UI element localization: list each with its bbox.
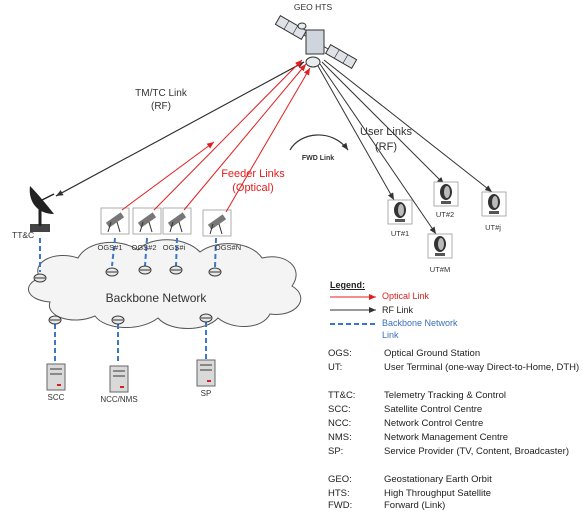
feeder-links-label: Feeder Links: [221, 168, 285, 180]
router-icon: [105, 267, 119, 277]
router-icon: [48, 315, 62, 325]
tmtc-link-label: TM/TC Link: [135, 88, 188, 99]
user-links-label: (RF): [375, 141, 397, 153]
abbreviation-value: Network Control Centre: [384, 418, 484, 429]
ut-label: UT#2: [436, 210, 454, 219]
legend-rf-label: RF Link: [382, 305, 414, 315]
server-icons: [46, 359, 216, 393]
abbreviation-key: GEO:: [328, 474, 352, 485]
router-icon: [199, 313, 213, 323]
router-icon: [33, 273, 47, 283]
router-icon: [169, 265, 183, 275]
dish-icon: [387, 199, 413, 225]
telescope-icon: [100, 207, 130, 235]
backbone-network-label: Backbone Network: [106, 291, 208, 305]
legend-title: Legend:: [330, 280, 365, 290]
satellite-icon: [274, 14, 358, 70]
ut-label: UT#1: [391, 229, 409, 238]
abbreviation-value: Optical Ground Station: [384, 348, 481, 359]
user-terminal-icons: [387, 181, 507, 259]
abbreviation-value: Geostationary Earth Orbit: [384, 474, 492, 485]
ttc-antenna-icon: [29, 186, 55, 232]
server-label: SP: [201, 389, 212, 398]
backbone-network-cloud: [28, 239, 302, 329]
feeder-links-label: (Optical): [232, 182, 274, 194]
telescope-icon: [132, 207, 162, 235]
legend-optical-label: Optical Link: [382, 291, 430, 301]
server-icon-scc: [46, 363, 66, 391]
abbreviation-key: UT:: [328, 362, 343, 373]
dish-icon: [481, 191, 507, 217]
tmtc-link: [55, 61, 305, 197]
abbreviation-key: SP:: [328, 446, 344, 457]
dish-icon: [433, 181, 459, 207]
user-links: [317, 59, 493, 235]
ogs-label: OGS#N: [215, 243, 241, 252]
abbreviation-key: SCC:: [328, 404, 351, 415]
telescope-icon: [162, 207, 192, 235]
router-icon: [138, 265, 152, 275]
ogs-label: OGS#1: [97, 243, 122, 252]
legend-backbone-label: Backbone Network: [382, 318, 458, 328]
server-label: SCC: [48, 393, 65, 402]
legend-swatches: [330, 294, 376, 325]
abbreviation-value: Service Provider (TV, Content, Broadcast…: [384, 446, 569, 457]
abbreviation-key: OGS:: [328, 348, 352, 359]
abbreviation-key: HTS:: [328, 488, 350, 499]
ogs-telescope-icons: [100, 207, 232, 237]
backbone-links: [39, 237, 217, 364]
server-icon-sp: [196, 359, 216, 387]
ut-label: UT#M: [430, 265, 450, 274]
server-icon-ncc-nms: [109, 365, 129, 393]
router-icons: [33, 265, 222, 325]
server-label: NCC/NMS: [100, 395, 137, 404]
abbreviation-key: NCC:: [328, 418, 352, 429]
dish-icon: [427, 233, 453, 259]
abbreviation-value: High Throughput Satellite: [384, 488, 492, 499]
satellite-label: GEO HTS: [294, 2, 333, 12]
telescope-icon: [202, 209, 232, 237]
router-icon: [111, 315, 125, 325]
fwd-link-arrow: [289, 134, 349, 151]
router-icon: [208, 267, 222, 277]
abbreviation-value: Forward (Link): [384, 500, 446, 511]
tmtc-link-label: (RF): [151, 101, 171, 112]
abbreviation-key: FWD:: [328, 500, 353, 511]
abbreviation-key: TT&C:: [328, 390, 356, 401]
ttc-label: TT&C: [12, 230, 34, 240]
ogs-label: OGS#i: [163, 243, 186, 252]
abbreviation-value: User Terminal (one-way Direct-to-Home, D…: [384, 362, 580, 373]
abbreviation-value: Network Management Centre: [384, 432, 509, 443]
abbreviation-value: Satellite Control Centre: [384, 404, 483, 415]
feeder-links: [121, 59, 311, 213]
ogs-label: OGS#2: [131, 243, 156, 252]
legend-backbone-label: Link: [382, 330, 399, 340]
abbreviation-value: Telemetry Tracking & Control: [384, 390, 506, 401]
abbreviation-key: NMS:: [328, 432, 352, 443]
fwd-link-label: FWD Link: [302, 155, 334, 162]
user-links-label: User Links: [360, 126, 412, 138]
ut-label: UT#j: [485, 223, 501, 232]
